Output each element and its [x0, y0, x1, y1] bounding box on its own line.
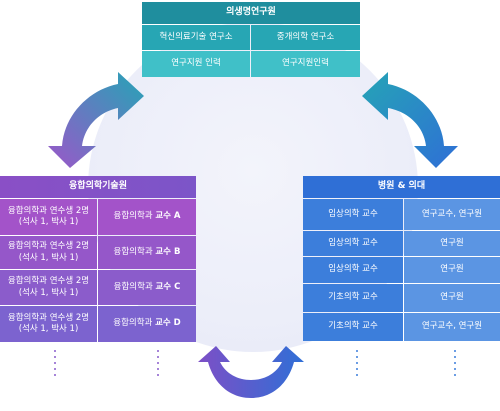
dots-right-1 [356, 350, 358, 380]
dots-left-1 [54, 350, 56, 380]
right-role-4: 연구원 [404, 284, 500, 312]
left-professor-b: 융합의학과 교수 B [98, 236, 196, 269]
left-students-d: 융합의학과 연수생 2명(석사 1, 박사 1) [0, 306, 97, 342]
left-students-a: 융합의학과 연수생 2명(석사 1, 박사 1) [0, 199, 97, 235]
right-dept-5: 기초의학 교수 [303, 313, 403, 341]
top-cell-1-2: 중개의학 연구소 [251, 25, 360, 50]
right-dept-2: 임상의학 교수 [303, 231, 403, 256]
right-dept-3: 임상의학 교수 [303, 257, 403, 283]
left-students-c: 융합의학과 연수생 2명(석사 1, 박사 1) [0, 270, 97, 305]
left-professor-d: 융합의학과 교수 D [98, 306, 196, 342]
arrow-bottom-icon [198, 346, 304, 398]
left-header: 융합의학기술원 [0, 176, 196, 198]
right-header: 병원 & 의대 [303, 176, 500, 198]
right-dept-1: 임상의학 교수 [303, 199, 403, 230]
right-role-5: 연구교수, 연구원 [404, 313, 500, 341]
dots-left-2 [157, 350, 159, 380]
top-cell-2-2: 연구지원인력 [251, 51, 360, 77]
left-title: 융합의학기술원 [69, 181, 127, 192]
right-role-2: 연구원 [404, 231, 500, 256]
arrow-top-left-icon [48, 72, 144, 168]
dots-right-2 [454, 350, 456, 380]
top-cell-1-1: 혁신의료기술 연구소 [142, 25, 250, 50]
right-title: 병원 & 의대 [377, 181, 426, 192]
top-cell-2-1: 연구지원 인력 [142, 51, 250, 77]
left-professor-c: 융합의학과 교수 C [98, 270, 196, 305]
top-header: 의생명연구원 [142, 2, 360, 24]
right-role-3: 연구원 [404, 257, 500, 283]
right-dept-4: 기초의학 교수 [303, 284, 403, 312]
left-students-b: 융합의학과 연수생 2명(석사 1, 박사 1) [0, 236, 97, 269]
left-professor-a: 융합의학과 교수 A [98, 199, 196, 235]
top-title: 의생명연구원 [226, 7, 276, 18]
right-role-1: 연구교수, 연구원 [404, 199, 500, 230]
arrow-top-right-icon [362, 72, 458, 168]
